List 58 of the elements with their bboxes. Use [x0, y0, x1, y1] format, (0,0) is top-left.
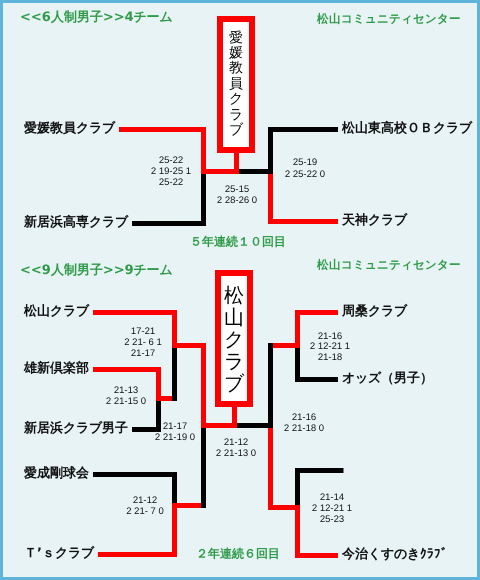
team-name: 新居浜高専クラブ — [24, 215, 128, 231]
team-name: 今治くすのきｸﾗﾌﾞ — [342, 547, 448, 563]
bracket-line — [93, 472, 177, 503]
bracket-line — [268, 428, 338, 558]
streak-note: ５年連続１０回目 — [190, 234, 286, 250]
match-score: 2 12-21 1 — [310, 342, 350, 352]
team-name: 愛成剛球会 — [24, 466, 89, 482]
team-name: 松山クラブ — [24, 304, 89, 320]
match-score: 2 19-25 1 — [150, 166, 192, 178]
match-score: 2 21- 6 1 — [124, 338, 162, 348]
match-score: 21-12 — [224, 438, 248, 448]
streak-note: ２年連続６回目 — [196, 546, 280, 562]
match-score: 21-14 — [320, 492, 344, 504]
team-name: 松山東高校ＯＢクラブ — [342, 121, 472, 137]
match-score: 21-17 — [130, 348, 156, 360]
bracket-line — [119, 127, 239, 174]
match-score: 2 12-21 1 — [312, 504, 352, 514]
match-score: 2 21-19 0 — [154, 432, 196, 444]
bracket-line — [273, 310, 338, 348]
bracket-line — [132, 174, 206, 226]
match-score: 2 21- 7 0 — [126, 506, 164, 518]
team-name: 新居浜クラブ男子 — [24, 421, 128, 437]
match-score: 25-22 — [158, 156, 184, 166]
section-heading: <<9人制男子>>9チーム — [20, 262, 173, 279]
match-score: 21-16 — [318, 332, 342, 342]
team-name: オッズ（男子） — [342, 371, 433, 387]
match-score: 25-23 — [320, 514, 344, 526]
match-score: 2 25-22 0 — [284, 170, 326, 180]
match-score: 21-17 — [162, 422, 188, 432]
match-score: 21-13 — [114, 386, 138, 396]
bracket-line — [93, 310, 237, 428]
team-name: 雄新倶楽部 — [24, 361, 89, 377]
match-score: 21-18 — [318, 352, 342, 364]
section-heading: <<6人制男子>>4チーム — [20, 9, 173, 26]
champion-box: 松山クラブ — [215, 270, 253, 407]
match-score: 2 21-15 0 — [106, 396, 146, 408]
bracket-line — [239, 127, 338, 174]
venue-name: 松山コミュニティセンター — [317, 258, 461, 272]
match-score: 25-19 — [292, 158, 318, 168]
match-score: 21-12 — [132, 496, 158, 506]
team-name: 周桑クラブ — [342, 304, 407, 320]
match-score: 25-22 — [158, 178, 184, 188]
match-score: 2 21-13 0 — [216, 448, 256, 460]
venue-name: 松山コミュニティセンター — [317, 12, 461, 26]
team-name: 天神クラブ — [342, 213, 407, 229]
team-name: 愛媛教員クラブ — [24, 121, 115, 137]
champion-box: 愛媛教員クラブ — [217, 16, 255, 153]
match-score: 21-16 — [292, 412, 316, 424]
bracket-line — [93, 367, 172, 401]
team-name: Ｔ’ｓクラブ — [24, 546, 94, 562]
match-score: 25-15 — [224, 184, 250, 196]
match-score: 2 21-18 0 — [284, 424, 324, 434]
match-score: 17-21 — [130, 326, 156, 338]
match-score: 2 28-26 0 — [216, 196, 258, 206]
bracket-line — [268, 174, 338, 224]
bracket-line — [132, 401, 161, 432]
bracket-line — [295, 348, 338, 382]
bracket-line — [98, 503, 201, 557]
